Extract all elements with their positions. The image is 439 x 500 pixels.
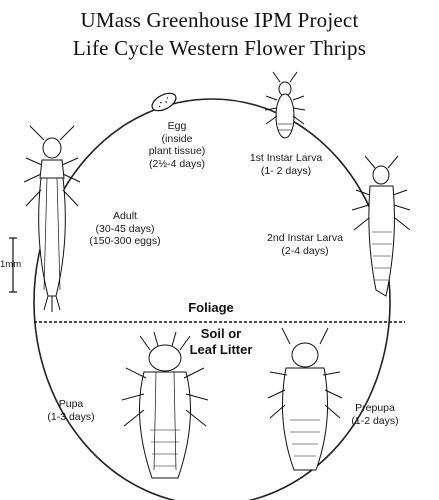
second-instar-larva-label-line-2: (2-4 days) — [281, 244, 329, 257]
first-instar-larva-label-line-2: (1- 2 days) — [260, 164, 312, 177]
egg-label-line-2: (inside — [161, 132, 193, 145]
foliage-zone-label: Foliage — [188, 300, 234, 315]
first-instar-larva-label-line-1: 1st Instar Larva — [249, 152, 323, 164]
life-cycle-ring — [33, 98, 391, 500]
soil-zone-label-line-2: Leaf Litter — [189, 342, 253, 357]
second-instar-larva-illustration — [351, 155, 411, 297]
second-instar-larva-label-line-1: 2nd Instar Larva — [267, 232, 343, 244]
pupa-illustration — [121, 331, 209, 479]
title-line-2: Life Cycle Western Flower Thrips — [72, 36, 367, 60]
scale-bar-label: 1mm — [0, 259, 22, 270]
first-instar-larva-label: 1st Instar Larva (1- 2 days) — [236, 152, 336, 177]
title-line-1: UMass Greenhouse IPM Project — [80, 8, 359, 32]
egg-illustration — [151, 92, 177, 112]
pupa-label-line-1: Pupa — [58, 398, 84, 410]
adult-label-line-3: (150-300 eggs) — [89, 235, 161, 247]
second-instar-larva-label: 2nd Instar Larva (2-4 days) — [255, 232, 355, 257]
soil-zone-label: Soil or Leaf Litter — [176, 326, 266, 358]
adult-label-line-1: Adult — [113, 210, 137, 222]
adult-thrips-illustration — [23, 125, 81, 312]
pupa-label-line-2: (1-3 days) — [47, 410, 95, 423]
adult-label-line-2: (30-45 days) — [95, 222, 155, 235]
egg-label-line-1: Egg — [167, 120, 187, 132]
first-instar-larva-illustration — [264, 71, 306, 139]
egg-label-line-3: plant tissue) — [148, 145, 206, 157]
egg-label-line-4: (2½-4 days) — [148, 157, 206, 170]
prepupa-label-line-2: (1-2 days) — [351, 414, 399, 427]
soil-zone-label-line-1: Soil or — [200, 326, 242, 341]
prepupa-illustration — [267, 327, 343, 471]
prepupa-label-line-1: Prepupa — [355, 402, 395, 414]
pupa-label: Pupa (1-3 days) — [36, 398, 106, 423]
prepupa-label: Prepupa (1-2 days) — [340, 402, 410, 427]
scale-bar — [9, 237, 17, 293]
adult-label: Adult (30-45 days) (150-300 eggs) — [80, 210, 170, 248]
egg-label: Egg (inside plant tissue) (2½-4 days) — [132, 120, 222, 170]
